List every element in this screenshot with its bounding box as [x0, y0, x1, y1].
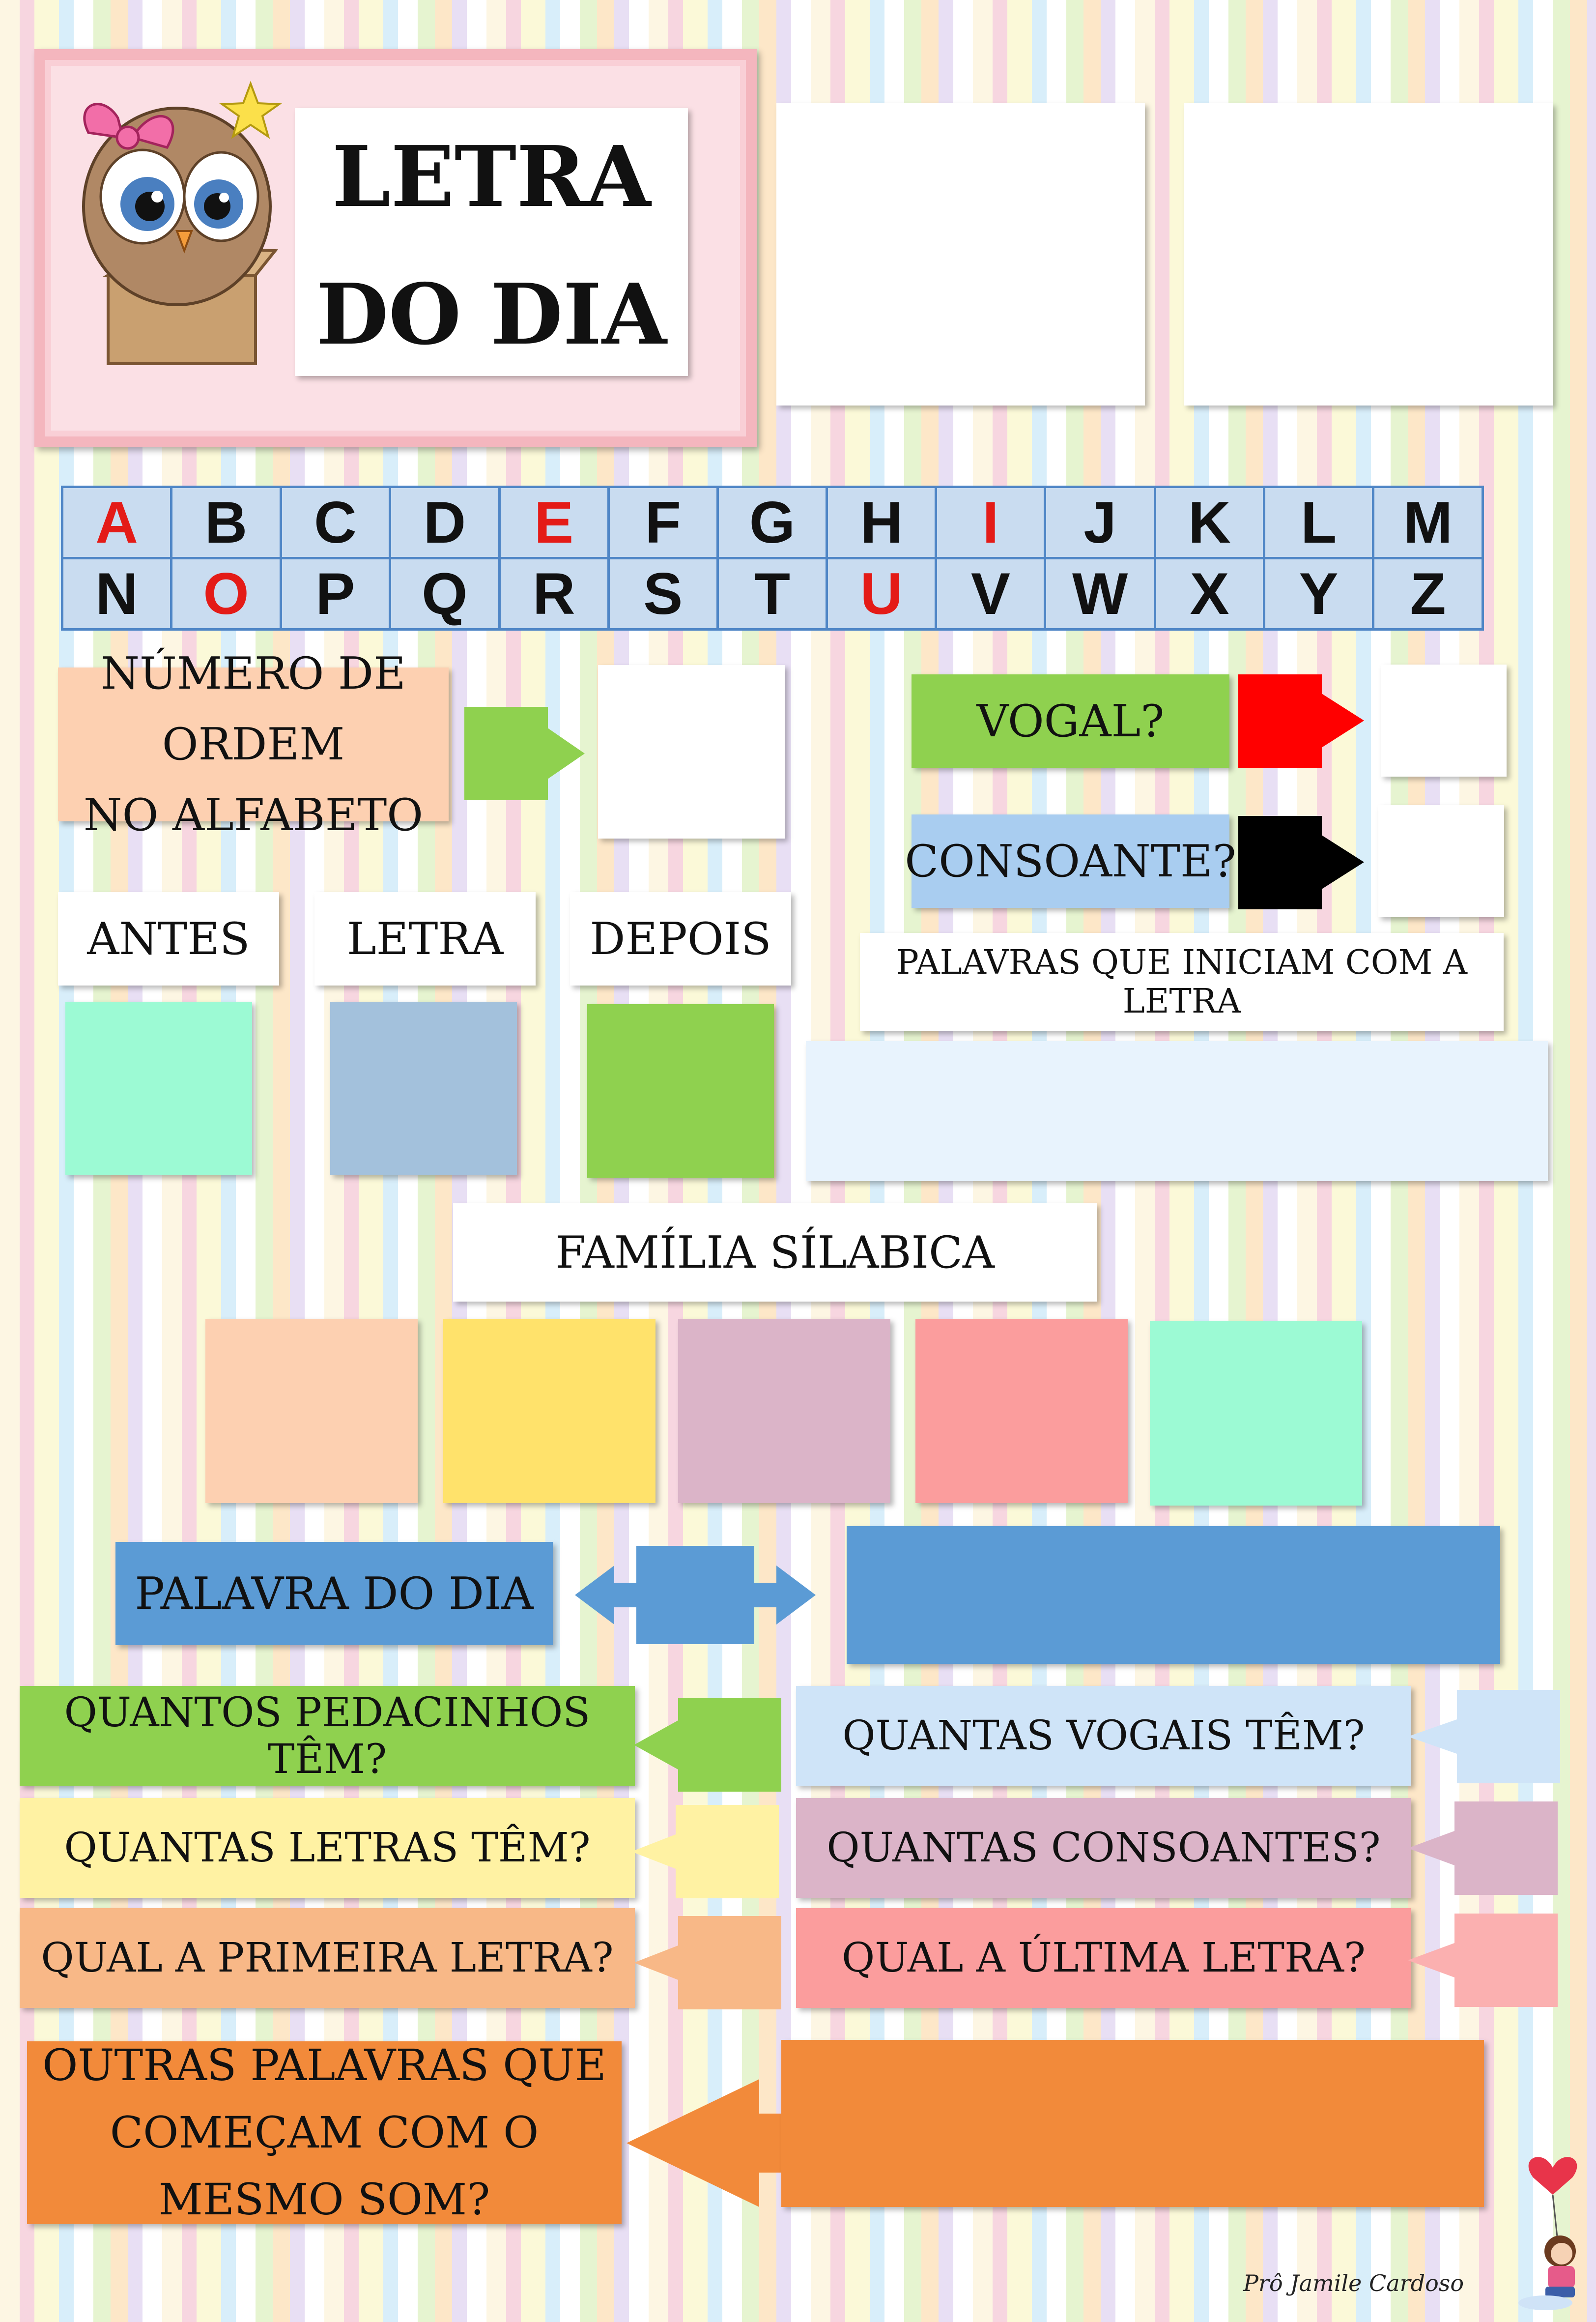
- vogal-label: VOGAL?: [912, 674, 1229, 768]
- outras-palavras-answer[interactable]: [781, 2040, 1484, 2207]
- silaba-box-5[interactable]: [1150, 1321, 1362, 1506]
- alphabet-letter-i: I: [935, 486, 1047, 559]
- silaba-box-1[interactable]: [205, 1319, 418, 1503]
- alphabet-letter-v: V: [935, 557, 1047, 631]
- letra-box[interactable]: [330, 1002, 517, 1175]
- alphabet-letter-e: E: [498, 486, 610, 559]
- consoante-label: CONSOANTE?: [905, 814, 1236, 908]
- consoante-answer[interactable]: [1378, 805, 1504, 917]
- red-arrow-body: [1238, 674, 1322, 768]
- double-arrow-icon: [575, 1546, 816, 1644]
- numero-ordem-label: NÚMERO DE ORDEM NO ALFABETO: [58, 648, 449, 841]
- outras-arrow-icon: [627, 2079, 784, 2207]
- alphabet-letter-d: D: [389, 486, 501, 559]
- blank-box-uppercase[interactable]: [776, 103, 1145, 406]
- title-card: [295, 108, 688, 376]
- alphabet-letter-q: Q: [389, 557, 501, 631]
- palavra-dia-label: PALAVRA DO DIA: [115, 1542, 553, 1645]
- silaba-box-3[interactable]: [678, 1319, 890, 1503]
- consoantes-label: QUANTAS CONSOANTES?: [796, 1798, 1411, 1898]
- familia-silabica-label: FAMÍLIA SÍLABICA: [453, 1203, 1097, 1302]
- primeira-arrow-icon: [634, 1916, 781, 2009]
- consoantes-arrow-icon: [1408, 1801, 1558, 1895]
- green-arrow-body: [464, 707, 548, 800]
- owl-icon: [82, 81, 282, 365]
- girl-with-heart-icon: [1518, 2157, 1577, 2310]
- ultima-arrow-icon: [1408, 1914, 1558, 2007]
- alphabet-letter-g: G: [716, 486, 828, 559]
- letra-label: LETRA: [314, 892, 536, 986]
- alphabet-letter-h: H: [826, 486, 938, 559]
- alphabet-letter-f: F: [607, 486, 719, 559]
- black-arrow-head-icon: [1321, 835, 1364, 890]
- silaba-box-2[interactable]: [443, 1319, 656, 1503]
- depois-label: DEPOIS: [570, 892, 791, 986]
- alphabet-letter-t: T: [716, 557, 828, 631]
- alphabet-letter-k: K: [1153, 486, 1266, 559]
- alphabet-letter-u: U: [826, 557, 938, 631]
- ultima-label: QUAL A ÚLTIMA LETRA?: [796, 1908, 1411, 2008]
- alphabet-letter-j: J: [1044, 486, 1156, 559]
- alphabet-letter-z: Z: [1372, 557, 1484, 631]
- primeira-label: QUAL A PRIMEIRA LETRA?: [20, 1908, 635, 2008]
- numero-ordem-answer[interactable]: [598, 665, 785, 839]
- pedacinhos-label: QUANTOS PEDACINHOS TÊM?: [20, 1686, 635, 1786]
- title-line-2: DO DIA: [316, 265, 667, 364]
- antes-label: ANTES: [58, 892, 279, 986]
- alphabet-letter-o: O: [170, 557, 282, 631]
- silaba-box-4[interactable]: [915, 1319, 1128, 1503]
- vogal-answer[interactable]: [1381, 665, 1507, 777]
- outras-line-1: OUTRAS PALAVRAS QUE: [42, 2040, 606, 2091]
- black-arrow-body: [1238, 816, 1322, 909]
- alphabet-letter-s: S: [607, 557, 719, 631]
- alphabet-letter-m: M: [1372, 486, 1484, 559]
- palavras-iniciam-label: PALAVRAS QUE INICIAM COM A LETRA: [860, 933, 1504, 1031]
- letras-label: QUANTAS LETRAS TÊM?: [20, 1798, 635, 1898]
- outras-palavras-label: OUTRAS PALAVRAS QUE COMEÇAM COM O MESMO …: [27, 2040, 622, 2225]
- signature: Prô Jamile Cardoso: [1243, 2270, 1464, 2296]
- numero-ordem-line-2: NO ALFABETO: [83, 789, 424, 841]
- alphabet-letter-b: B: [170, 486, 282, 559]
- green-arrow-head-icon: [545, 726, 585, 781]
- palavra-dia-answer[interactable]: [847, 1526, 1500, 1664]
- alphabet-letter-y: Y: [1263, 557, 1374, 631]
- numero-ordem-line-1: NÚMERO DE ORDEM: [101, 647, 406, 770]
- alphabet-letter-x: X: [1153, 557, 1266, 631]
- alphabet-letter-c: C: [279, 486, 392, 559]
- depois-box[interactable]: [587, 1004, 774, 1178]
- red-arrow-head-icon: [1321, 693, 1364, 748]
- vogais-label: QUANTAS VOGAIS TÊM?: [796, 1686, 1411, 1786]
- alphabet-letter-p: P: [279, 557, 392, 631]
- outras-line-2: COMEÇAM COM O MESMO SOM?: [110, 2107, 539, 2225]
- alphabet-letter-w: W: [1044, 557, 1156, 631]
- blank-box-lowercase[interactable]: [1184, 103, 1553, 406]
- alphabet-letter-n: N: [60, 557, 173, 631]
- alphabet-letter-a: A: [60, 486, 173, 559]
- letras-arrow-icon: [631, 1805, 779, 1898]
- pedacinhos-arrow-icon: [634, 1698, 781, 1792]
- antes-box[interactable]: [65, 1002, 252, 1175]
- alphabet-letter-r: R: [498, 557, 610, 631]
- title-line-1: LETRA: [332, 128, 651, 226]
- vogais-arrow-icon: [1408, 1690, 1560, 1783]
- palavras-iniciam-answer[interactable]: [806, 1041, 1548, 1181]
- alphabet-letter-l: L: [1263, 486, 1374, 559]
